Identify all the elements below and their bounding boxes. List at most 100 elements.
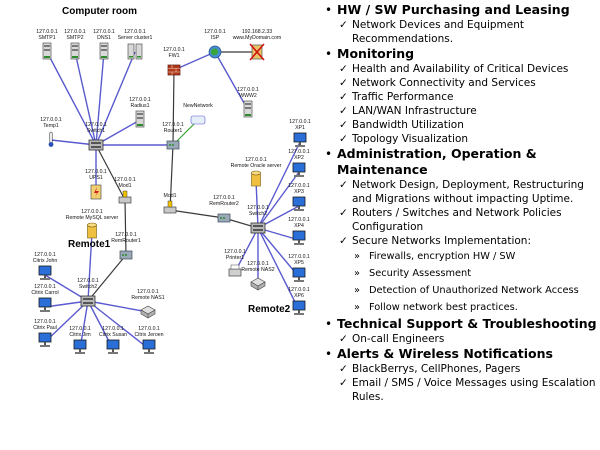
raquo-icon: » — [354, 302, 360, 313]
node-newnetwork[interactable]: NewNetwork — [183, 103, 213, 125]
node-label: XP4 — [294, 223, 304, 229]
item-text: Network Devices and Equipment Recommenda… — [352, 19, 524, 45]
link-switch1-temp1 — [50, 139, 97, 146]
node-label: NewNetwork — [183, 103, 213, 109]
node-ip: 127.0.0.1 — [124, 29, 146, 35]
section-3: •Technical Support & Troubleshooting✓On-… — [325, 316, 597, 346]
node-label: Mod1 — [164, 193, 177, 199]
modem-icon — [163, 200, 177, 214]
list-item: ✓ Network Devices and Equipment Recommend… — [337, 18, 597, 46]
check-icon: ✓ — [339, 91, 348, 103]
list-item: ✓Network Design, Deployment, Restructuri… — [337, 178, 597, 206]
list-item: ✓Email / SMS / Voice Messages using Esca… — [337, 376, 597, 404]
item-text: Bandwidth Utilization — [352, 119, 464, 131]
node-ip: 127.0.0.1 — [138, 326, 160, 332]
node-ip: 127.0.0.1 — [288, 149, 310, 155]
link-switch2b-remote_oracle — [255, 179, 259, 229]
node-ip: 127.0.0.1 — [162, 122, 184, 128]
nas-icon — [250, 277, 266, 291]
node-ip: 127.0.0.1 — [204, 29, 226, 35]
item-text: Network Connectivity and Services — [352, 77, 536, 89]
node-ip: 127.0.0.1 — [288, 183, 310, 189]
server-icon — [42, 42, 52, 60]
link-switch1-mod1 — [95, 144, 126, 201]
node-ip: 127.0.0.1 — [102, 326, 124, 332]
list-item: ✓LAN/WAN Infrastructure — [337, 104, 597, 118]
link-remrouter1-switch2a — [87, 254, 127, 302]
node-label: DNS1 — [97, 35, 111, 41]
node-label: Router1 — [164, 128, 183, 134]
node-ip: 127.0.0.1 — [77, 278, 99, 284]
item-text: On-call Engineers — [352, 333, 445, 345]
server-icon — [99, 42, 109, 60]
item-text: Email / SMS / Voice Messages using Escal… — [352, 377, 596, 403]
list-item: ✓Routers / Switches and Network Policies… — [337, 206, 597, 234]
node-label: Printer1 — [226, 255, 244, 261]
section-0: •HW / SW Purchasing and Leasing✓Network … — [325, 2, 597, 46]
item-text: Health and Availability of Critical Devi… — [352, 63, 569, 75]
node-label: Citrix Susan — [99, 332, 127, 338]
node-label: XP3 — [294, 189, 304, 195]
section-4: •Alerts & Wireless Notifications✓BlackBe… — [325, 346, 597, 404]
node-mod1b[interactable]: Mod1 — [163, 193, 177, 214]
workstation-icon — [142, 339, 156, 354]
services-panel: •HW / SW Purchasing and Leasing✓Network … — [325, 2, 597, 442]
link-switch2b-xp1 — [257, 141, 301, 229]
item-text: LAN/WAN Infrastructure — [352, 105, 477, 117]
node-label: Radius1 — [130, 103, 149, 109]
printer-icon — [228, 264, 242, 277]
node-label: Switch2 — [79, 284, 97, 290]
link-fw1-isp — [173, 51, 216, 71]
node-label: Citrix John — [33, 258, 58, 264]
router-icon — [166, 140, 180, 150]
node-ip: 127.0.0.1 — [85, 122, 107, 128]
node-label: Citrix Jim — [69, 332, 90, 338]
workstation-icon — [292, 230, 306, 245]
link-isp-www2 — [214, 51, 249, 111]
check-icon: ✓ — [339, 19, 348, 31]
link-switch1-smtp1 — [46, 51, 97, 146]
bullet-icon: • — [325, 47, 333, 61]
node-ip: 127.0.0.1 — [64, 29, 86, 35]
node-ip: 127.0.0.1 — [34, 252, 56, 258]
nas-icon — [140, 305, 156, 319]
check-icon: ✓ — [339, 77, 348, 89]
link-switch1-dns1 — [95, 51, 105, 146]
server-icon — [70, 42, 80, 60]
